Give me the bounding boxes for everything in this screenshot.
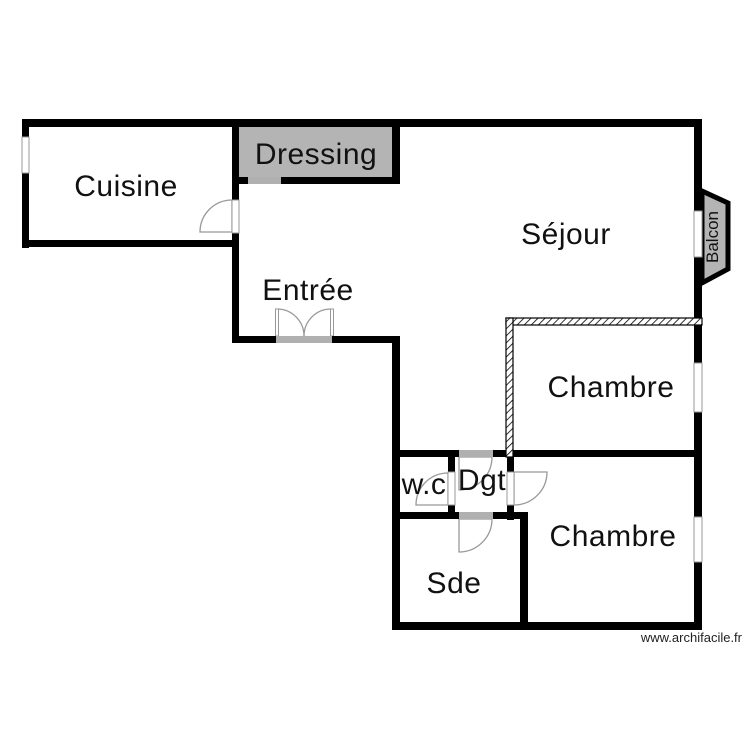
door-gap-cuisine: [231, 199, 240, 234]
wall-cuisine-left: [22, 119, 29, 248]
room-label-entree: Entrée: [262, 274, 354, 307]
wall-chambre1-top-hatched: [505, 317, 703, 326]
wall-sde-right: [520, 512, 528, 630]
door-gap-wc: [447, 471, 456, 506]
wall-bottom: [392, 622, 702, 630]
window-balcon: [693, 210, 703, 258]
cuisine-door-arc: [199, 199, 233, 233]
dressing-floor: [239, 126, 392, 177]
opening-dressing: [248, 177, 281, 184]
window-chambre1: [693, 362, 703, 413]
dgt-top-door-arc: [458, 456, 493, 491]
opening-dgt-top: [459, 450, 493, 457]
entree-door-arc-left: [276, 308, 305, 337]
room-label-chambre-2: Chambre: [549, 520, 677, 553]
room-label-sde: Sde: [426, 567, 482, 600]
door-gap-dgt: [506, 471, 515, 506]
watermark: www.archifacile.fr: [640, 630, 742, 645]
wc-door-arc: [415, 472, 449, 506]
wall-dressing-bottom: [232, 177, 400, 184]
dgt-right-door-arc: [513, 471, 548, 506]
room-label-chambre-1: Chambre: [547, 371, 675, 404]
room-label-wc: w.c: [401, 468, 447, 501]
window-cuisine: [21, 136, 30, 174]
room-label-dressing: Dressing: [254, 138, 378, 171]
room-label-balcon: Balcon: [703, 211, 722, 263]
room-label-cuisine: Cuisine: [74, 170, 178, 203]
room-label-sejour: Séjour: [521, 218, 611, 251]
wall-lower-left: [392, 336, 400, 630]
opening-sde-top: [459, 512, 493, 519]
wall-top: [22, 119, 702, 127]
window-chambre2: [693, 516, 703, 563]
sde-door-arc: [458, 518, 493, 553]
entree-door-leaf-left: [275, 308, 279, 337]
entree-door-arc-right: [303, 308, 332, 337]
wall-mid-divider: [392, 450, 702, 457]
wall-dressing-right: [392, 119, 400, 184]
room-label-dgt: Dgt: [457, 464, 507, 497]
wall-chambre1-left-hatched: [505, 317, 514, 458]
opening-entree-sill: [276, 336, 332, 343]
entree-door-leaf-right: [330, 308, 334, 337]
wall-cuisine-bottom: [22, 240, 239, 247]
